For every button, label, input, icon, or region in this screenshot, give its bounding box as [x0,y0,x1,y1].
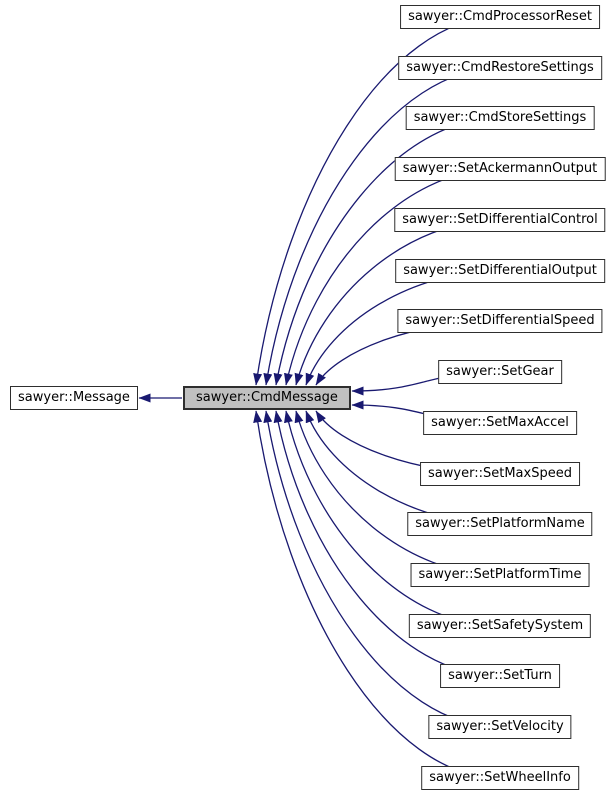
derived-class-node[interactable]: sawyer::SetDifferentialSpeed [397,309,603,333]
derived-class-node[interactable]: sawyer::SetMaxAccel [423,411,577,435]
derived-class-node[interactable]: sawyer::SetMaxSpeed [420,462,580,486]
derived-class-node[interactable]: sawyer::SetSafetySystem [408,614,592,638]
derived-class-node[interactable]: sawyer::SetTurn [440,664,560,688]
derived-class-node[interactable]: sawyer::CmdProcessorReset [400,5,600,29]
derived-class-node[interactable]: sawyer::SetPlatformName [407,512,593,536]
derived-class-node[interactable]: sawyer::CmdStoreSettings [405,106,595,130]
derived-class-node[interactable]: sawyer::SetWheelInfo [421,766,579,790]
derived-class-node[interactable]: sawyer::SetDifferentialControl [394,208,606,232]
derived-class-node[interactable]: sawyer::SetVelocity [428,715,572,739]
derived-class-node[interactable]: sawyer::SetAckermannOutput [394,157,606,181]
current-class-node: sawyer::CmdMessage [183,386,351,410]
inheritance-edge [294,410,500,576]
derived-class-node[interactable]: sawyer::SetPlatformTime [410,563,590,587]
derived-class-node[interactable]: sawyer::SetDifferentialOutput [395,259,605,283]
derived-class-node[interactable]: sawyer::CmdRestoreSettings [398,56,602,80]
derived-class-node[interactable]: sawyer::SetGear [438,360,562,384]
base-class-node[interactable]: sawyer::Message [10,386,138,410]
